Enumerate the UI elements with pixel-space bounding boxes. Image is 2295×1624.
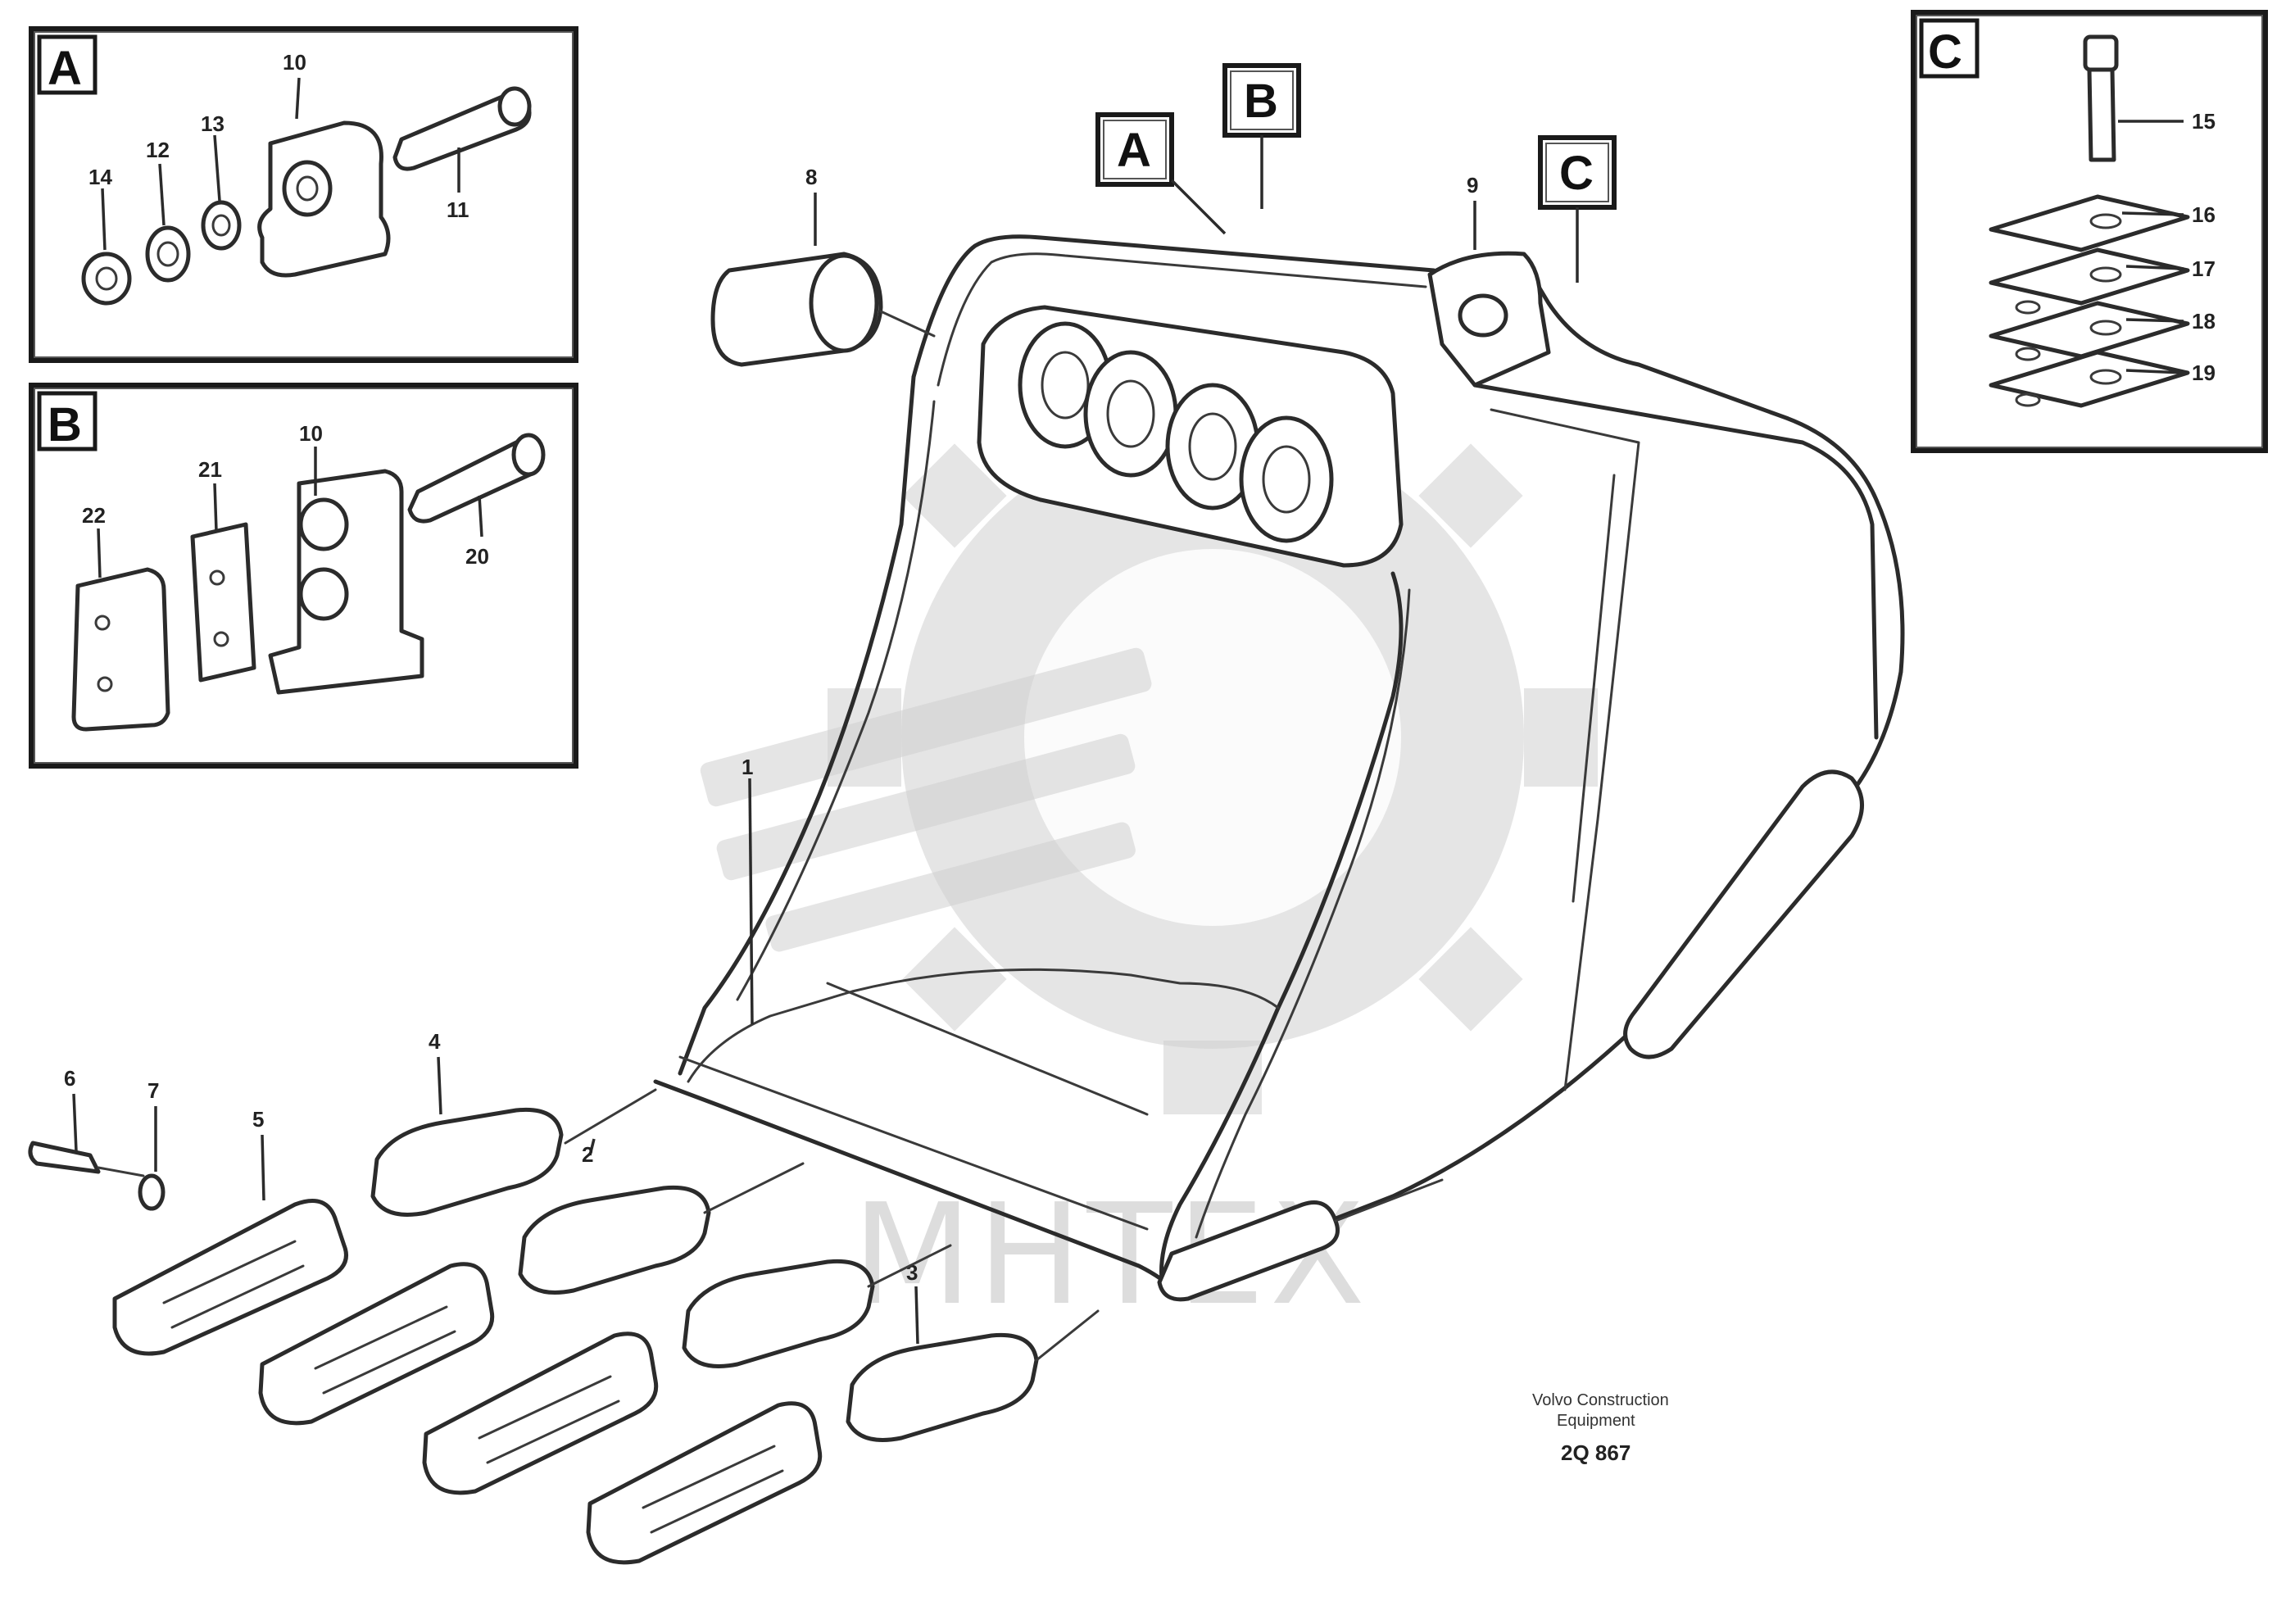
nut-7: 7 [138, 1078, 166, 1211]
detail-c-label-17: 17 [2192, 256, 2216, 281]
detail-a-tag: A [48, 42, 82, 95]
teeth: 4 3 [370, 1029, 1039, 1442]
svg-text:C: C [1559, 147, 1594, 200]
svg-text:B: B [1244, 75, 1278, 128]
callout-a: A [1095, 112, 1227, 235]
detail-a-label-11: 11 [447, 197, 469, 222]
svg-text:1: 1 [742, 755, 753, 779]
drawing-ref-line2: Equipment [1557, 1412, 1635, 1430]
detail-b-label-21: 21 [198, 457, 222, 482]
svg-text:2: 2 [582, 1142, 593, 1167]
detail-box-b: B 22 21 10 20 [29, 383, 578, 769]
callout-c: C [1538, 135, 1617, 283]
watermark-gear [700, 361, 1598, 1114]
bolt-6: 6 [28, 1066, 145, 1177]
drawing-ref-line1: Volvo Construction [1532, 1391, 1669, 1409]
svg-text:7: 7 [147, 1078, 159, 1103]
detail-a-label-12: 12 [146, 138, 170, 162]
detail-b-label-22: 22 [82, 503, 106, 528]
drawing-ref-code: 2Q 867 [1561, 1440, 1631, 1465]
drawing-reference: Volvo Construction Equipment 2Q 867 [1532, 1391, 1669, 1465]
detail-c-label-16: 16 [2192, 202, 2216, 227]
svg-text:4: 4 [429, 1029, 441, 1054]
detail-c-tag: C [1928, 25, 1962, 79]
detail-c-label-15: 15 [2192, 109, 2216, 134]
svg-text:9: 9 [1467, 173, 1478, 197]
rod-1: 1 [742, 755, 754, 1025]
detail-c-label-19: 19 [2192, 361, 2216, 385]
label-9: 9 [1467, 173, 1478, 250]
detail-b-tag: B [48, 398, 82, 451]
adapters: 5 [112, 1107, 823, 1565]
svg-text:5: 5 [252, 1107, 264, 1132]
svg-text:6: 6 [64, 1066, 75, 1091]
callout-b: B [1222, 63, 1301, 209]
detail-box-a: A 14 12 13 10 11 [29, 26, 578, 363]
detail-b-label-10: 10 [299, 421, 323, 446]
detail-a-label-13: 13 [201, 111, 225, 136]
pin-8: 8 [710, 165, 936, 367]
label-2: 2 [564, 1088, 1100, 1362]
hinge-bosses [977, 305, 1404, 568]
detail-b-label-20: 20 [465, 544, 489, 569]
svg-text:8: 8 [805, 165, 817, 189]
detail-box-c: C 15 16 17 18 19 [1911, 10, 2268, 453]
detail-a-label-10: 10 [283, 50, 306, 75]
detail-a-label-14: 14 [88, 165, 112, 189]
svg-text:A: A [1117, 124, 1151, 177]
detail-c-label-18: 18 [2192, 309, 2216, 333]
bucket-body [653, 234, 1905, 1302]
